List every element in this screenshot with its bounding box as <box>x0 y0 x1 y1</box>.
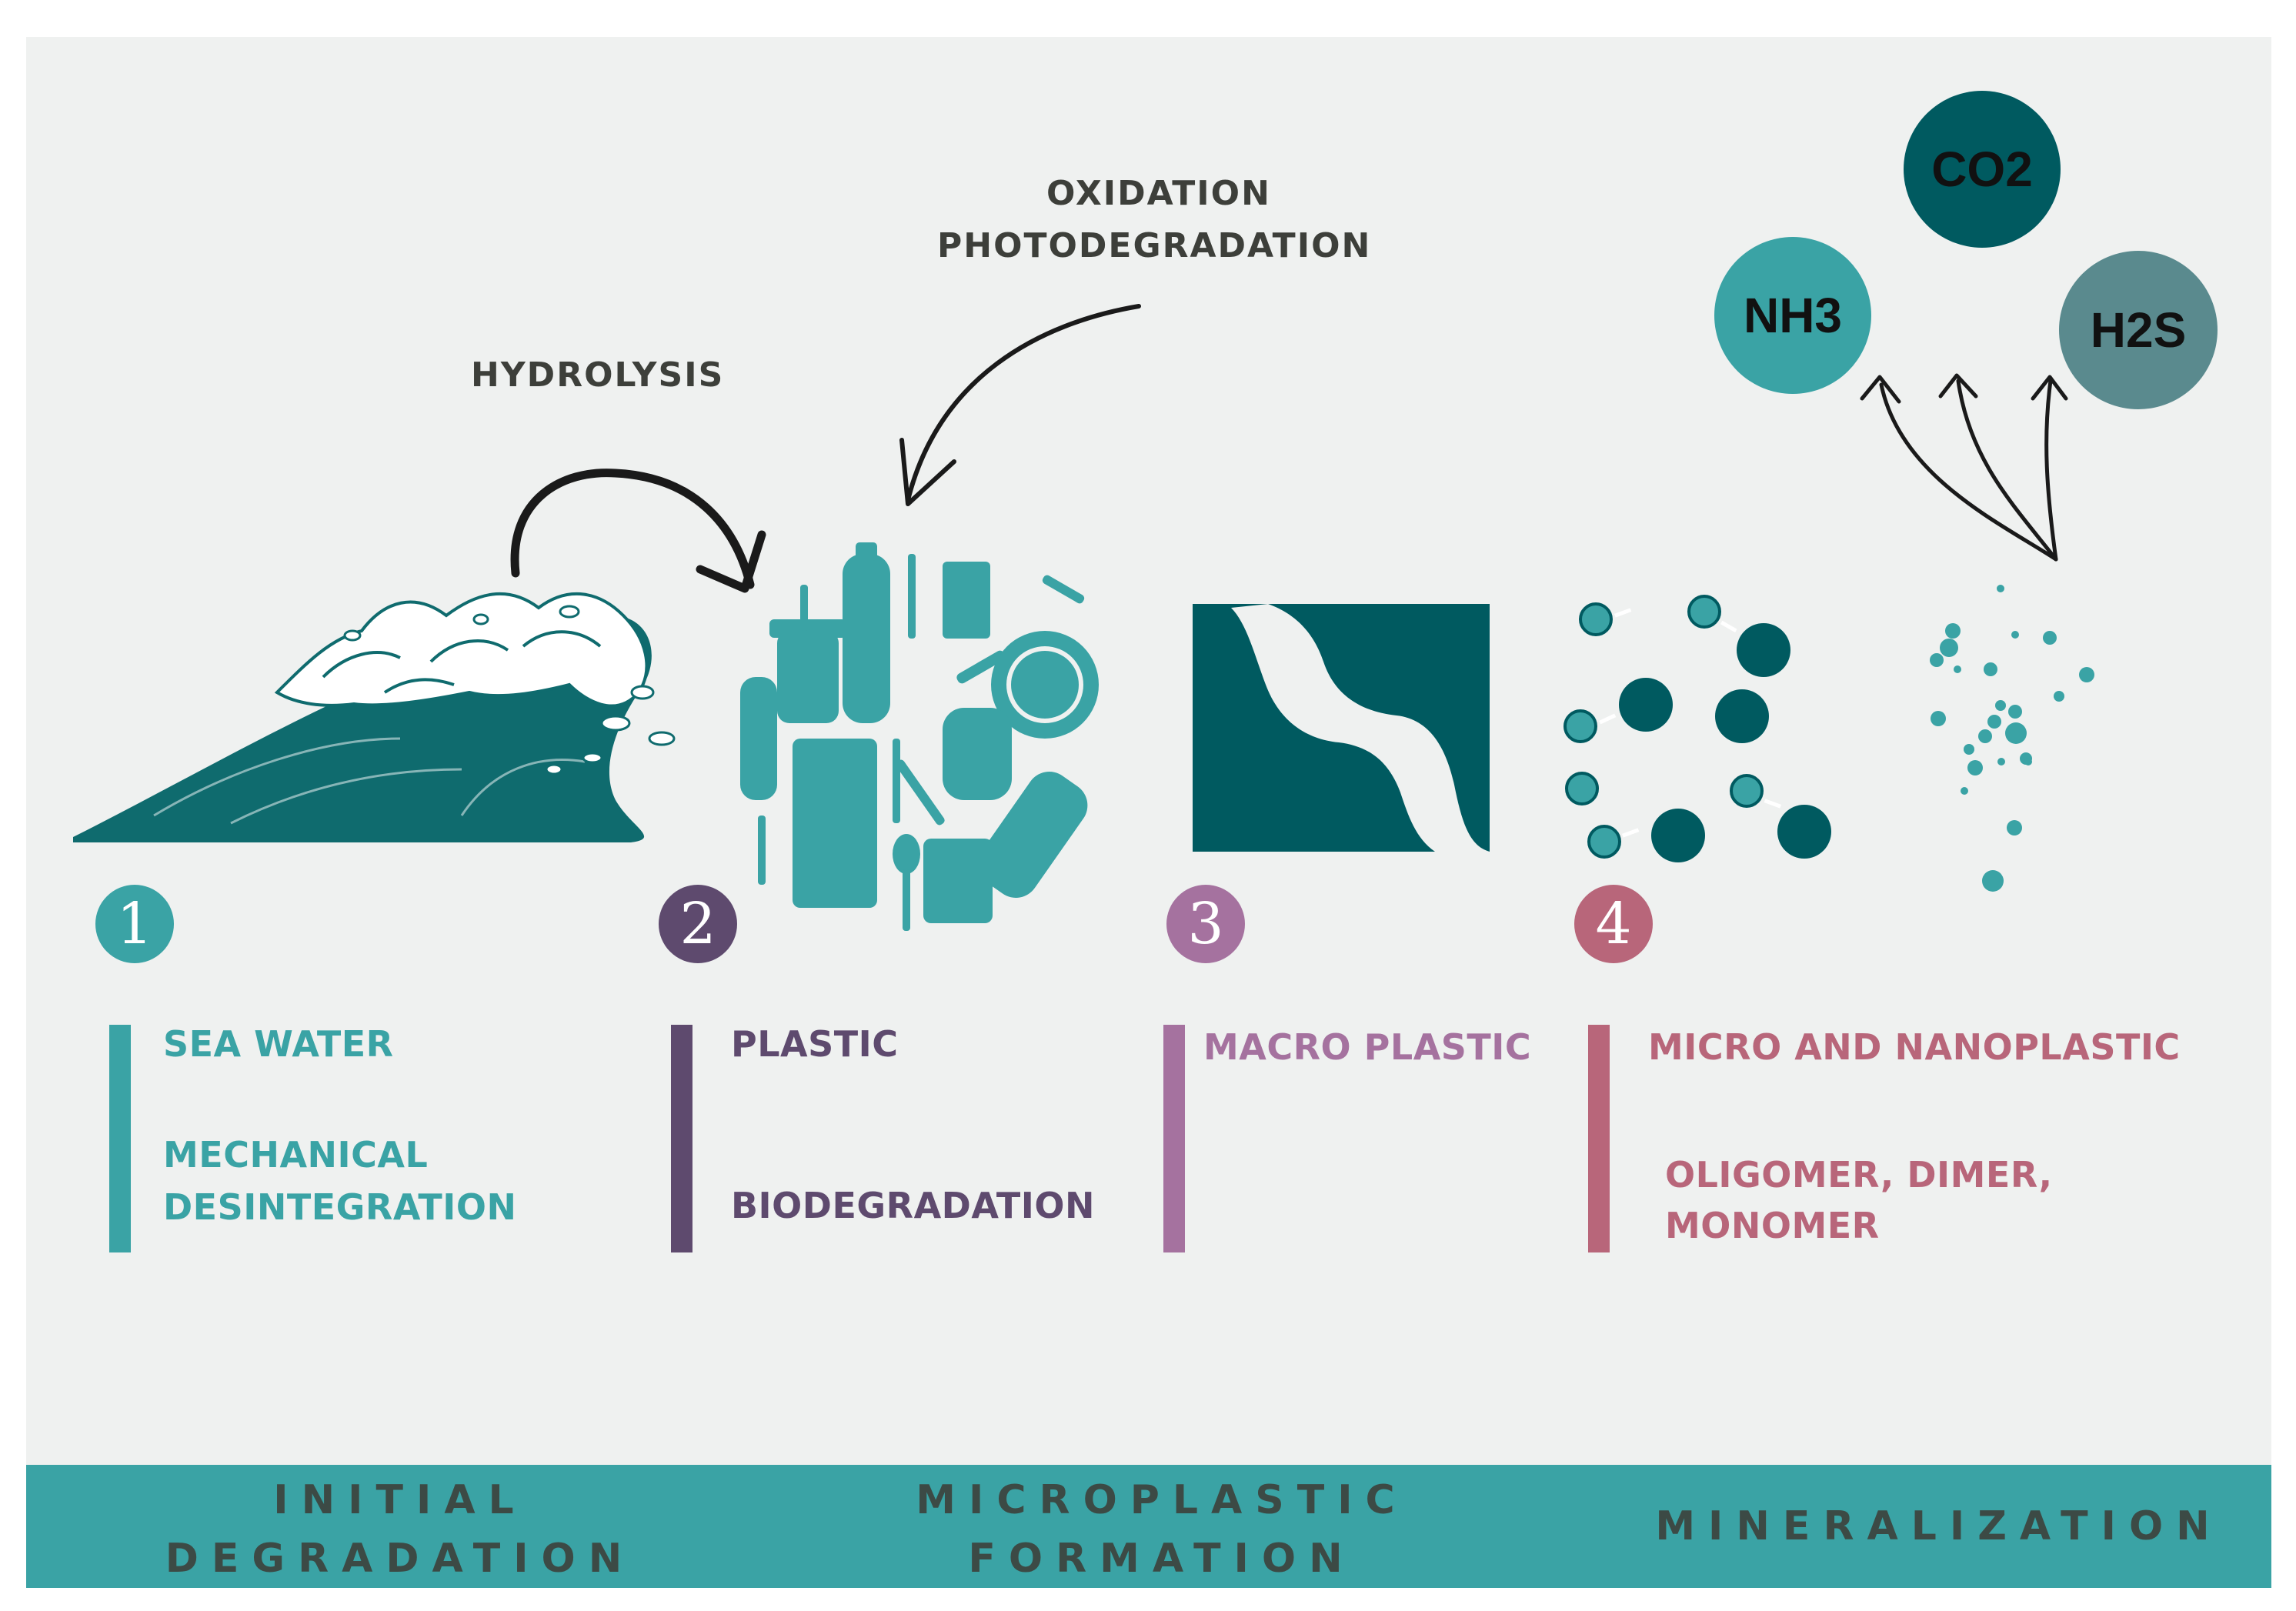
phase-footer <box>26 1465 2271 1588</box>
stage-1-label-bottom-1: MECHANICAL <box>163 1134 429 1176</box>
photodegradation-label: PHOTODEGRADATION <box>937 226 1372 265</box>
micro-particles-icon <box>1563 595 1831 862</box>
stage-4-badge: 4 <box>1574 885 1653 963</box>
oxidation-label: OXIDATION <box>1046 174 1271 213</box>
stage-3-badge: 3 <box>1166 885 1245 963</box>
plastic-waste-icon <box>740 542 1099 931</box>
stage-3-label-top: MACRO PLASTIC <box>1203 1026 1532 1068</box>
stage-1-label-bottom-2: DESINTEGRATION <box>163 1186 517 1228</box>
gas-release-arrows <box>1860 373 2068 562</box>
stage-1-badge: 1 <box>95 885 174 963</box>
phase-1-line-2: DEGRADATION <box>165 1536 636 1582</box>
stage-4-bar <box>1588 1025 1610 1252</box>
phase-3-line-1: MINERALIZATION <box>1655 1503 2223 1549</box>
co2-bubble: CO2 <box>1904 91 2061 248</box>
nano-particles-icon <box>1930 585 2094 892</box>
stage-4-label-top: MICRO AND NANOPLASTIC <box>1648 1026 2181 1068</box>
stage-2-bar <box>671 1025 692 1252</box>
stage-4-label-bottom-2: MONOMER <box>1665 1205 1880 1246</box>
stage-1-label-top: SEA WATER <box>163 1023 394 1065</box>
stage-2-label-bottom-1: BIODEGRADATION <box>731 1185 1095 1226</box>
oxidation-arrow <box>899 304 1141 506</box>
phase-mineralization: MINERALIZATION <box>1647 1497 2231 1556</box>
h2s-label: H2S <box>2090 302 2187 358</box>
stage-4-label-bottom-1: OLIGOMER, DIMER, <box>1665 1154 2053 1196</box>
macro-plastic-icon <box>1193 604 1490 852</box>
h2s-bubble: H2S <box>2059 251 2218 409</box>
nh3-bubble: NH3 <box>1714 237 1871 394</box>
stage-2-badge: 2 <box>659 885 737 963</box>
phase-1-line-1: INITIAL <box>273 1477 527 1523</box>
stage-1-bar <box>109 1025 131 1252</box>
hydrolysis-arrow <box>510 469 766 593</box>
phase-2-line-2: FORMATION <box>968 1536 1356 1582</box>
phase-microplastic-formation: MICROPLASTIC FORMATION <box>893 1471 1431 1588</box>
stage-2-label-top: PLASTIC <box>731 1023 899 1065</box>
co2-label: CO2 <box>1931 142 2033 197</box>
phase-initial-degradation: INITIAL DEGRADATION <box>154 1471 646 1588</box>
hydrolysis-label: HYDROLYSIS <box>471 355 725 395</box>
stage-3-bar <box>1163 1025 1185 1252</box>
wave-icon <box>73 592 676 842</box>
phase-2-line-1: MICROPLASTIC <box>916 1477 1408 1523</box>
nh3-label: NH3 <box>1743 288 1843 343</box>
